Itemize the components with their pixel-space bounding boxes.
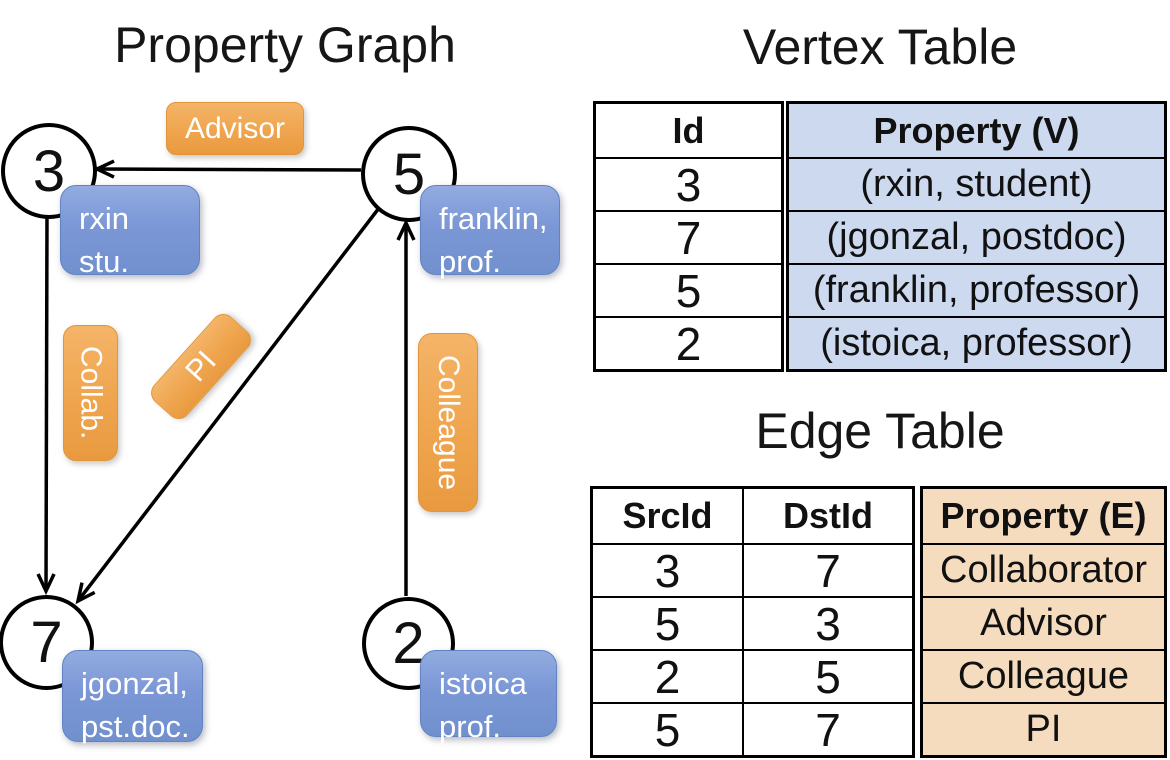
edge-table-property-column: Property (E) Collaborator Advisor Collea… — [920, 486, 1167, 758]
vertex-table-title: Vertex Table — [742, 19, 1018, 75]
edge-table-dstid-column: DstId 7 3 5 7 — [742, 489, 912, 756]
vertex-property-line: pst.doc. — [81, 709, 190, 744]
vertex-property-box-jgonzal: jgonzal, pst.doc. — [62, 650, 203, 744]
edge-label-advisor: Advisor — [166, 102, 304, 155]
vertex-node-2-id: 2 — [392, 611, 425, 676]
edge-table-cell-srcid: 2 — [593, 649, 742, 703]
vertex-node-3-id: 3 — [32, 138, 66, 204]
edge-table-cell-dstid: 7 — [744, 543, 912, 597]
vertex-table-property-column: Property (V) (rxin, student) (jgonzal, p… — [786, 101, 1167, 372]
edge-table-header-dstid: DstId — [744, 489, 912, 543]
vertex-property-line: stu. — [79, 244, 129, 279]
edge-table-title: Edge Table — [755, 403, 1005, 459]
vertex-table-cell-id: 2 — [596, 316, 781, 370]
vertex-property-line: prof. — [439, 709, 502, 744]
edge-table-cell-property: Collaborator — [923, 543, 1164, 596]
vertex-property-box-franklin: franklin, prof. — [420, 185, 560, 279]
edge-table-cell-property: PI — [923, 702, 1164, 755]
edge-table-cell-dstid: 3 — [744, 596, 912, 650]
vertex-property-box-istoica: istoica prof. — [420, 650, 557, 744]
vertex-table-cell-property: (istoica, professor) — [789, 316, 1164, 369]
vertex-table-id-column: Id 3 7 5 2 — [593, 101, 784, 372]
edge-table-cell-property: Advisor — [923, 596, 1164, 649]
edge-table-id-columns: SrcId 3 5 2 5 DstId 7 3 5 7 — [590, 486, 915, 758]
edge-advisor-5-to-3 — [92, 159, 362, 179]
vertex-table-cell-property: (jgonzal, postdoc) — [789, 210, 1164, 263]
graph-panel-title: Property Graph — [114, 17, 456, 73]
edge-table-srcid-column: SrcId 3 5 2 5 — [593, 489, 742, 756]
vertex-property-line: rxin — [79, 201, 129, 236]
vertex-table-cell-property: (rxin, student) — [789, 157, 1164, 210]
vertex-table-header-id: Id — [596, 104, 781, 157]
vertex-node-5-id: 5 — [392, 141, 426, 207]
vertex-table-header-property: Property (V) — [873, 109, 1080, 151]
edge-table-cell-dstid: 7 — [744, 702, 912, 756]
vertex-property-line: prof. — [439, 244, 502, 279]
edge-table-cell-srcid: 5 — [593, 702, 742, 756]
vertex-table-cell-id: 7 — [596, 210, 781, 264]
vertex-table-cell-id: 3 — [596, 157, 781, 211]
edge-label-text: Collab. — [74, 346, 108, 440]
edge-label-text: PI — [178, 344, 223, 388]
edge-table-header-property: Property (E) — [940, 495, 1147, 536]
vertex-property-line: jgonzal, — [81, 666, 188, 701]
vertex-property-line: franklin, — [439, 201, 548, 236]
vertex-node-7-id: 7 — [30, 610, 63, 675]
edge-table-header-srcid: SrcId — [593, 489, 742, 543]
edge-table-cell-srcid: 5 — [593, 596, 742, 650]
vertex-property-box-rxin: rxin stu. — [60, 185, 200, 279]
edge-pi-5-to-7 — [75, 206, 381, 605]
edge-table-cell-dstid: 5 — [744, 649, 912, 703]
vertex-table-cell-property: (franklin, professor) — [789, 263, 1164, 316]
edge-label-collaborator: Collab. — [63, 325, 118, 461]
edge-label-text: Advisor — [184, 111, 286, 145]
vertex-table-cell-id: 5 — [596, 263, 781, 317]
edge-table-cell-property: Colleague — [923, 649, 1164, 702]
edge-collaborator-3-to-7 — [36, 213, 56, 596]
vertex-node-3: 3 — [1, 123, 97, 219]
vertex-property-line: istoica — [439, 666, 527, 701]
edge-label-text: Colleague — [432, 354, 465, 491]
edge-label-colleague: Colleague — [418, 333, 478, 512]
edge-table-cell-srcid: 3 — [593, 543, 742, 597]
